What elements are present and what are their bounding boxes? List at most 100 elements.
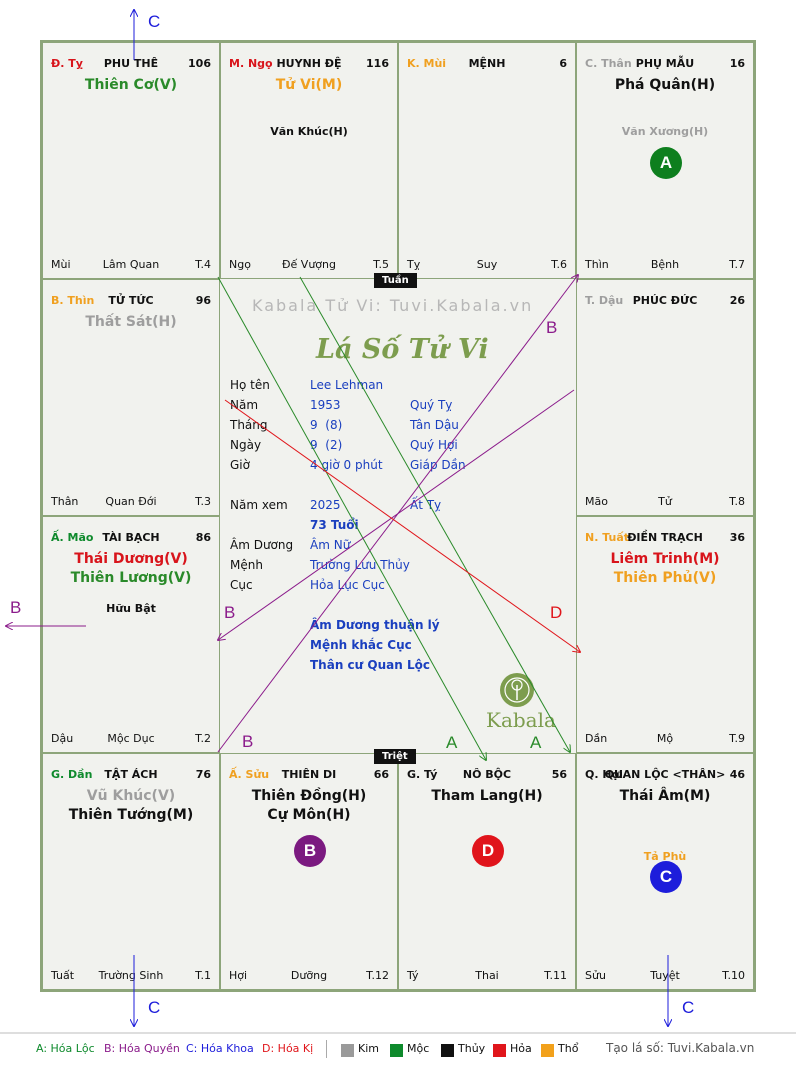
palace-stage: Thai — [475, 969, 499, 982]
legend-hoa-ki: D: Hóa Kị — [262, 1042, 314, 1055]
value-menh: Trường Lưu Thủy — [310, 558, 410, 572]
label-ngay: Ngày — [230, 438, 262, 452]
label-nam-xem: Năm xem — [230, 498, 288, 512]
palace-number: 66 — [373, 768, 389, 781]
watermark-text: Kabala Tử Vi: Tuvi.Kabala.vn — [252, 296, 534, 315]
arrow-label-a-2: A — [530, 733, 542, 752]
palace-branch: Mùi — [51, 258, 71, 271]
major-star: Phá Quân(H) — [614, 77, 716, 93]
palace-stem: Q. Hợi — [585, 768, 623, 781]
palace-stem: Đ. Tỵ — [51, 57, 83, 70]
note-than-cu: Thân cư Quan Lộc — [310, 658, 430, 672]
palace-number: 86 — [195, 531, 211, 544]
palace-age-range: T.3 — [195, 495, 211, 508]
palace-stem: Ấ. Mão — [51, 531, 94, 544]
value-ngay: 9 (2) — [310, 438, 343, 452]
palace-number: 56 — [551, 768, 567, 781]
palace-number: 16 — [729, 57, 745, 70]
palace-stage: Suy — [476, 258, 498, 271]
value-gio: 4 giờ 0 phút — [310, 458, 383, 472]
major-star: Thất Sát(H) — [85, 314, 177, 330]
palace-stem: N. Tuất — [585, 531, 630, 544]
major-star: Tử Vi(M) — [275, 77, 343, 93]
arrow-label-b-1: B — [546, 318, 558, 337]
palace-branch: Tuất — [51, 969, 75, 982]
palace-age-range: T.9 — [729, 732, 745, 745]
palace-stem: G. Dần — [51, 768, 93, 781]
arrow-label-c-bottom-right: C — [682, 998, 695, 1017]
major-star: Thiên Cơ(V) — [84, 77, 178, 93]
palace-age-range: T.11 — [544, 969, 567, 982]
palace-stem: K. Mùi — [407, 57, 447, 70]
hoa-marker-icon: A — [650, 147, 682, 179]
palace-branch: Ngọ — [229, 258, 251, 271]
palace-number: 106 — [188, 57, 211, 70]
value-nam-xem-can: Ất Tỵ — [410, 498, 442, 512]
palace-name: TÀI BẠCH — [102, 531, 160, 544]
label-gio: Giờ — [230, 458, 250, 472]
swatch-hoa — [493, 1044, 506, 1057]
value-gio-can: Giáp Dần — [410, 458, 466, 472]
palace-number: 116 — [366, 57, 389, 70]
palace-age-range: T.8 — [729, 495, 745, 508]
palace-name: PHU THÊ — [103, 57, 159, 70]
label-am-duong: Âm Dương — [230, 538, 294, 552]
palace-stage: Trường Sinh — [98, 969, 164, 982]
brand-title: Lá Số Tử Vi — [316, 334, 489, 365]
value-thang-can: Tân Dậu — [410, 418, 459, 432]
legend-hoa-khoa: C: Hóa Khoa — [186, 1042, 254, 1055]
palace-name: HUYNH ĐỆ — [276, 57, 342, 70]
palace-name: MỆNH — [468, 57, 506, 70]
palace-number: 96 — [195, 294, 211, 307]
palace-number: 46 — [729, 768, 745, 781]
palace-name: PHỤ MẪU — [635, 57, 695, 70]
palace-number: 36 — [729, 531, 745, 544]
palace-stage: Tuyệt — [650, 969, 680, 982]
legend-tho: Thổ — [558, 1042, 579, 1055]
label-ho-ten: Họ tên — [230, 378, 270, 392]
palace-name: THIÊN DI — [281, 768, 337, 781]
arrow-a-1 — [217, 276, 486, 760]
palace-stem: T. Dậu — [585, 294, 624, 307]
palace-branch: Dậu — [51, 732, 74, 745]
minor-star: Hữu Bật — [106, 602, 156, 615]
palace-branch: Thìn — [585, 258, 609, 271]
value-am-duong: Âm Nữ — [310, 538, 351, 552]
arrow-label-b-2: B — [10, 598, 22, 617]
triet-tag: Triệt — [374, 749, 416, 764]
minor-star: Văn Xương(H) — [621, 125, 709, 138]
palace-name: TẬT ÁCH — [104, 768, 158, 781]
legend-hoa-loc: A: Hóa Lộc — [36, 1042, 95, 1055]
major-star: Cự Môn(H) — [267, 807, 351, 823]
palace-age-range: T.12 — [366, 969, 389, 982]
legend-hoa: Hỏa — [510, 1042, 532, 1055]
major-star: Thái Âm(M) — [619, 788, 711, 804]
swatch-moc — [390, 1044, 403, 1057]
legend-site-link[interactable]: Tạo lá số: Tuvi.Kabala.vn — [606, 1041, 755, 1055]
major-star: Thiên Tướng(M) — [68, 807, 194, 823]
arrow-label-d: D — [550, 603, 563, 622]
palace-name: TỬ TỨC — [108, 294, 154, 307]
label-thang: Tháng — [230, 418, 268, 432]
palace-stage: Mộc Dục — [107, 732, 155, 745]
palace-name: ĐIỀN TRẠCH — [627, 531, 703, 544]
arrow-label-c-top: C — [148, 12, 161, 31]
palace-name: PHÚC ĐỨC — [632, 294, 698, 307]
minor-star: Văn Khúc(H) — [270, 125, 348, 138]
palace-stage: Đế Vượng — [282, 258, 336, 271]
value-ho-ten: Lee Lehman — [310, 378, 384, 392]
palace-age-range: T.7 — [729, 258, 745, 271]
